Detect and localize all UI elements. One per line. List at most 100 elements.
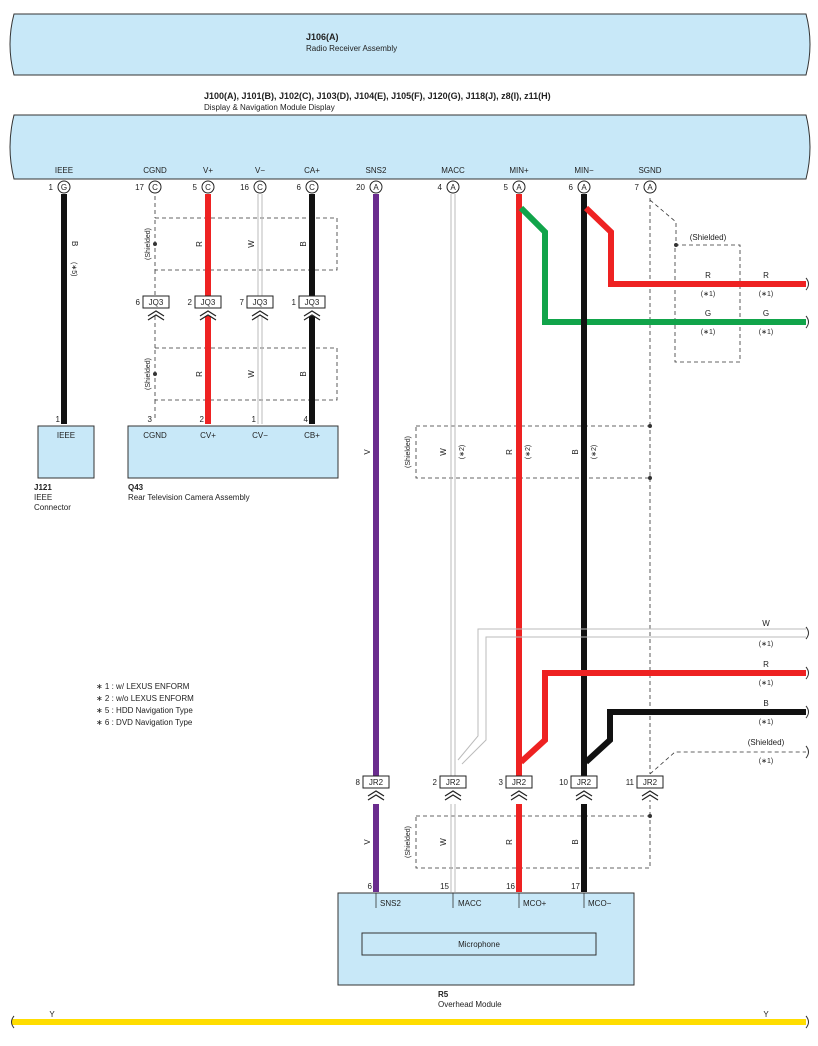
shielded-label-1: (Shielded) [145,228,152,260]
svg-text:CV+: CV+ [200,431,216,440]
svg-text:JR2: JR2 [577,778,592,787]
pin-connector-circle [369,180,383,194]
pin-connector-circle [577,180,591,194]
wire-break-marks [11,277,809,1029]
jq3-cgnd: JQ3 6 [136,295,170,321]
svg-text:17: 17 [571,882,580,891]
shielded-label-2: (Shielded) [145,358,152,390]
wire-label-sns2-lower: V [363,839,372,845]
wire-label-v-minus-1: W [247,240,256,248]
shielded-label-6: (Shielded) [748,738,785,747]
shield-boxes [154,196,806,869]
svg-text:CV−: CV− [252,431,268,440]
pin-connector-letter: A [450,183,456,192]
svg-text:11: 11 [626,778,635,787]
display-navigation-module: J100(A), J101(B), J102(C), J103(D), J104… [9,91,811,180]
svg-text:Connector: Connector [34,503,71,512]
note-g-right: (∗1) [759,329,773,336]
jq3-connectors: JQ3 6 JQ3 2 JQ3 7 JQ3 1 [136,295,326,321]
rear-television-camera-q43: 3 2 1 4 CGND CV+ CV− CB+ Q43 Rear Televi… [127,415,339,502]
overhead-module-r5: 6 15 16 17 SNS2 MACC MCO+ MCO− Microphon… [337,882,635,1009]
svg-text:6: 6 [136,298,141,307]
svg-text:3: 3 [499,778,504,787]
svg-text:16: 16 [506,882,515,891]
wires [12,194,806,1025]
wire-label-r-branch: R [763,660,769,669]
svg-text:IEEE: IEEE [57,431,75,440]
pin-connector-letter: C [309,183,315,192]
notes-legend: ∗ 1 : w/ LEXUS ENFORM ∗ 2 : w/o LEXUS EN… [96,682,194,727]
svg-text:3: 3 [148,415,153,424]
note-ieee: (∗5) [70,262,77,276]
svg-text:JQ3: JQ3 [201,298,216,307]
pin-connector-circle [201,180,215,194]
svg-text:JR2: JR2 [369,778,384,787]
pin-connector-circle [305,180,319,194]
pin-connector-letter: A [516,183,522,192]
jr2-macc: JR2 2 [433,775,467,801]
pin-connector-circle [148,180,162,194]
svg-text:CGND: CGND [143,431,167,440]
pin-num-min-minus: 6 [569,183,574,192]
svg-text:Microphone: Microphone [458,940,500,949]
svg-text:IEEE: IEEE [34,493,52,502]
svg-text:2: 2 [200,415,205,424]
note-r-left: (∗1) [701,291,715,298]
svg-text:MACC: MACC [458,899,482,908]
svg-text:4: 4 [304,415,309,424]
pin-label-cgnd: CGND [143,166,167,175]
pin-num-sns2: 20 [356,183,365,192]
shielded-label-4: (Shielded) [405,826,412,858]
wire-label-min-minus-lower: B [571,839,580,844]
pin-label-min-plus: MIN+ [509,166,529,175]
svg-text:JQ3: JQ3 [253,298,268,307]
note-g-left: (∗1) [701,329,715,336]
wire-label-v-plus-1: R [195,241,204,247]
pin-num-cgnd: 17 [135,183,144,192]
note-b-branch: (∗1) [759,719,773,726]
pin-connector-letter: C [257,183,263,192]
note-min-minus: (∗2) [591,445,598,459]
svg-text:J121: J121 [34,483,52,492]
note-r-branch: (∗1) [759,680,773,687]
svg-text:MCO+: MCO+ [523,899,547,908]
wire-label-ieee: B [70,241,79,246]
pin-label-sgnd: SGND [638,166,661,175]
jr2-sns2: JR2 8 [356,775,390,801]
wire-label-ca-plus-1: B [299,241,308,246]
svg-text:∗ 6 : DVD Navigation Type: ∗ 6 : DVD Navigation Type [96,718,193,727]
svg-text:6: 6 [368,882,373,891]
jq3-v-plus: JQ3 2 [188,295,222,321]
note-macc: (∗2) [459,445,466,459]
pin-connector-letter: C [152,183,158,192]
note-r-right: (∗1) [759,291,773,298]
svg-text:1: 1 [56,415,61,424]
pin-connector-letter: C [205,183,211,192]
svg-text:JQ3: JQ3 [305,298,320,307]
wire-label-g-left: G [705,309,711,318]
wire-label-ca-plus-2: B [299,371,308,376]
pin-num-v-plus: 5 [193,183,198,192]
pin-num-v-minus: 16 [240,183,249,192]
display-name: Display & Navigation Module Display [204,103,335,112]
svg-text:Q43: Q43 [128,483,144,492]
svg-text:MCO−: MCO− [588,899,612,908]
svg-text:JR2: JR2 [446,778,461,787]
pin-label-v-minus: V− [255,166,265,175]
wire-label-y-left: Y [49,1010,55,1019]
pin-connector-circle [446,180,460,194]
shielded-label-3: (Shielded) [405,436,412,468]
svg-text:Overhead Module: Overhead Module [438,1000,502,1009]
display-pins: IEEE CGND V+ V− CA+ SNS2 MACC MIN+ MIN− … [49,166,662,192]
wire-label-v-plus-2: R [195,371,204,377]
svg-text:∗ 1 : w/ LEXUS ENFORM: ∗ 1 : w/ LEXUS ENFORM [96,682,190,691]
pin-connector-circle [57,180,71,194]
note-min-plus: (∗2) [525,445,532,459]
svg-text:7: 7 [240,298,245,307]
svg-text:2: 2 [188,298,193,307]
pin-connector-letter: G [61,183,67,192]
shield-junction-dots [153,242,678,818]
wire-label-min-plus: R [505,449,514,455]
pin-num-min-plus: 5 [504,183,509,192]
